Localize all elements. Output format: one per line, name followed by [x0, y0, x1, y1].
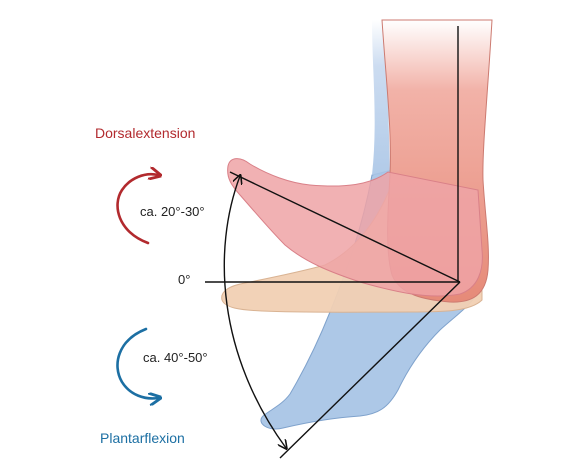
plantarflexion-range-label: ca. 40°-50°	[143, 350, 208, 365]
curved-arrow-down-icon	[116, 327, 158, 398]
range-of-motion-arc	[223, 176, 286, 448]
plantarflexion-line	[279, 281, 461, 459]
curved-arrow-up-icon	[116, 174, 158, 245]
neutral-angle-label: 0°	[178, 272, 191, 287]
dorsalextension-range-label: ca. 20°-30°	[140, 204, 205, 219]
plantarflexion-title: Plantarflexion	[100, 430, 185, 446]
dorsalextension-title: Dorsalextension	[95, 125, 196, 141]
